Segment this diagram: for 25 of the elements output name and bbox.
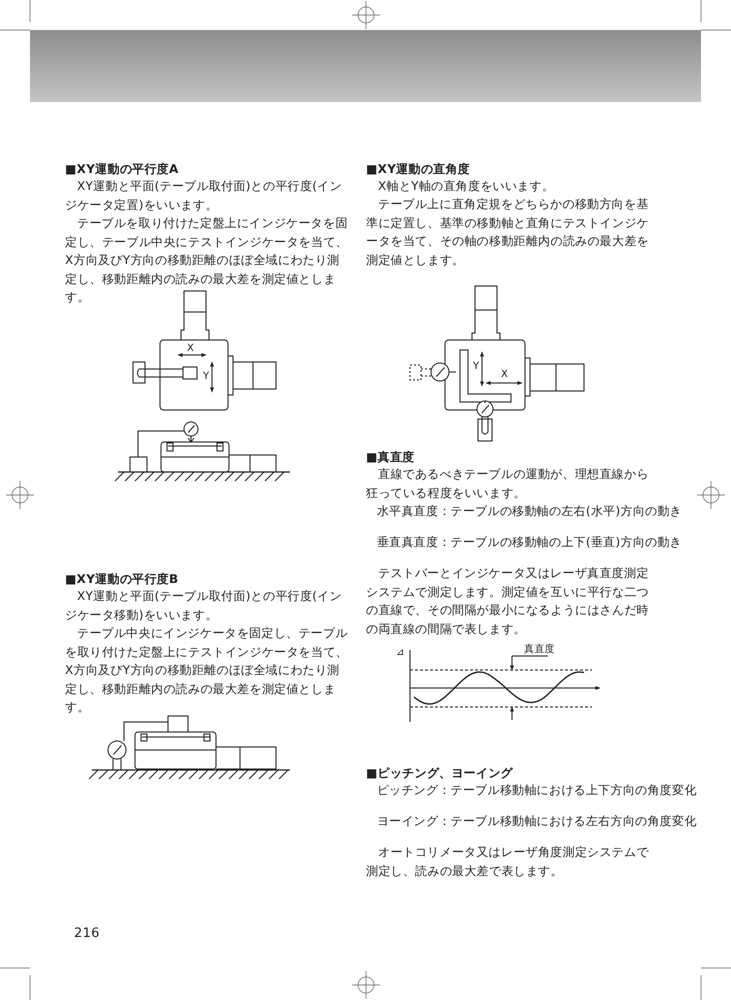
paragraph: XY運動と平面(テーブル取付面)との平行度(インジケータ定置)をいいます。 [65,178,343,214]
section-heading: ■XY運動の平行度B [65,571,180,588]
section-heading: ■ピッチング、ヨーイング [366,765,514,782]
axis-label: Y [473,362,480,372]
paragraph: テーブルを取り付けた定盤上にインジケータを固定し、テーブル中央にテストインジケータを当て、X方向及びY方向の移動距離のほぼ全域にわたり測定し、移動距離内の読みの最大差を測定値とします。 [65,215,349,306]
section-heading: ■真直度 [366,449,416,466]
paragraph: テストバーとインジケータ又はレーザ真直度測定システムで測定します。測定値を互いに平行な二つの直線で、その間隔が最小になるようにはさんだ時の両直線の間隔で表します。 [366,565,650,638]
section-heading: ■XY運動の平行度A [65,161,180,178]
axis-label: Y [203,372,210,382]
paragraph: テーブル中央にインジケータを固定し、テーブルを取り付けた定盤上にテストインジケータを当て、X方向及びY方向の移動距離のほぼ全域にわたり測定し、移動距離内の読みの最大差を測定値とします。 [65,625,349,716]
paragraph: X軸とY軸の直角度をいいます。 [377,178,556,195]
definition: ヨーイング：テーブル移動軸における左右方向の角度変化 [376,813,698,830]
dimension-label: 真直度 [524,645,555,655]
paragraph: XY運動と平面(テーブル取付面)との平行度(インジケータ移動)をいいます。 [65,588,343,624]
paragraph: 直線であるべきテーブルの運動が、理想直線から狂っている程度をいいます。 [366,466,650,502]
axis-label: X [187,344,194,354]
paragraph: テーブル上に直角定規をどちらかの移動方向を基準に定置し、基準の移動軸と直角にテストインジケータを当て、その軸の移動距離内の読みの最大差を測定値とします。 [366,196,650,268]
paragraph: オートコリメータ又はレーザ角度測定システムで測定し、読みの最大差で表します。 [366,844,650,880]
definition: 水平真直度：テーブルの移動軸の左右(水平)方向の動き [376,503,683,520]
axis-label: X [501,370,508,380]
definition: ピッチング：テーブル移動軸における上下方向の角度変化 [376,782,698,799]
definition: 垂直真直度：テーブルの移動軸の上下(垂直)方向の動き [376,534,683,551]
section-heading: ■XY運動の直角度 [366,161,471,178]
axis-symbol: ⊿ [396,648,405,658]
page-number: 216 [74,925,100,943]
